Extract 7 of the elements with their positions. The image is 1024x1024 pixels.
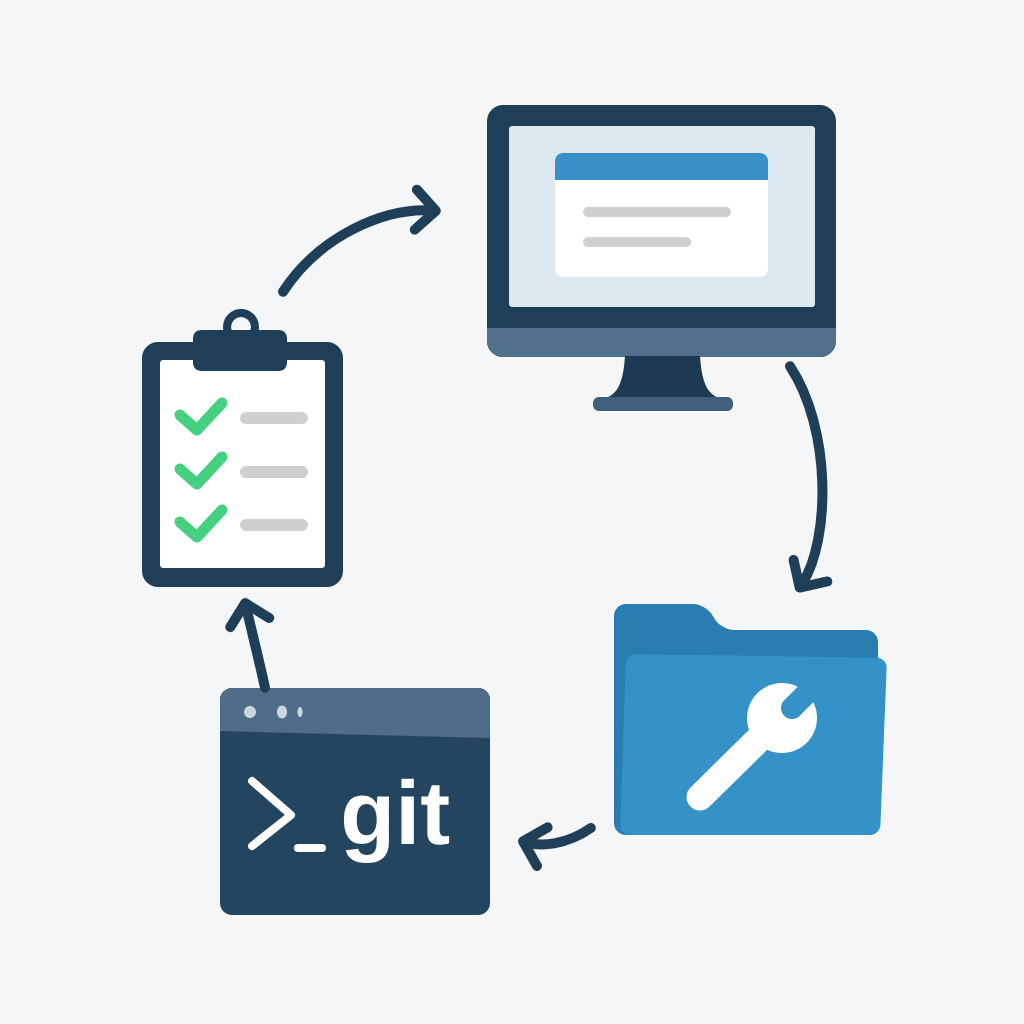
- wrench-folder-icon: [614, 604, 887, 835]
- arrow: [785, 361, 833, 593]
- clipboard-icon: [142, 309, 343, 587]
- monitor-icon: [487, 105, 836, 411]
- arrow: [225, 598, 275, 693]
- terminal-window: git: [220, 688, 490, 915]
- arrow: [278, 184, 441, 297]
